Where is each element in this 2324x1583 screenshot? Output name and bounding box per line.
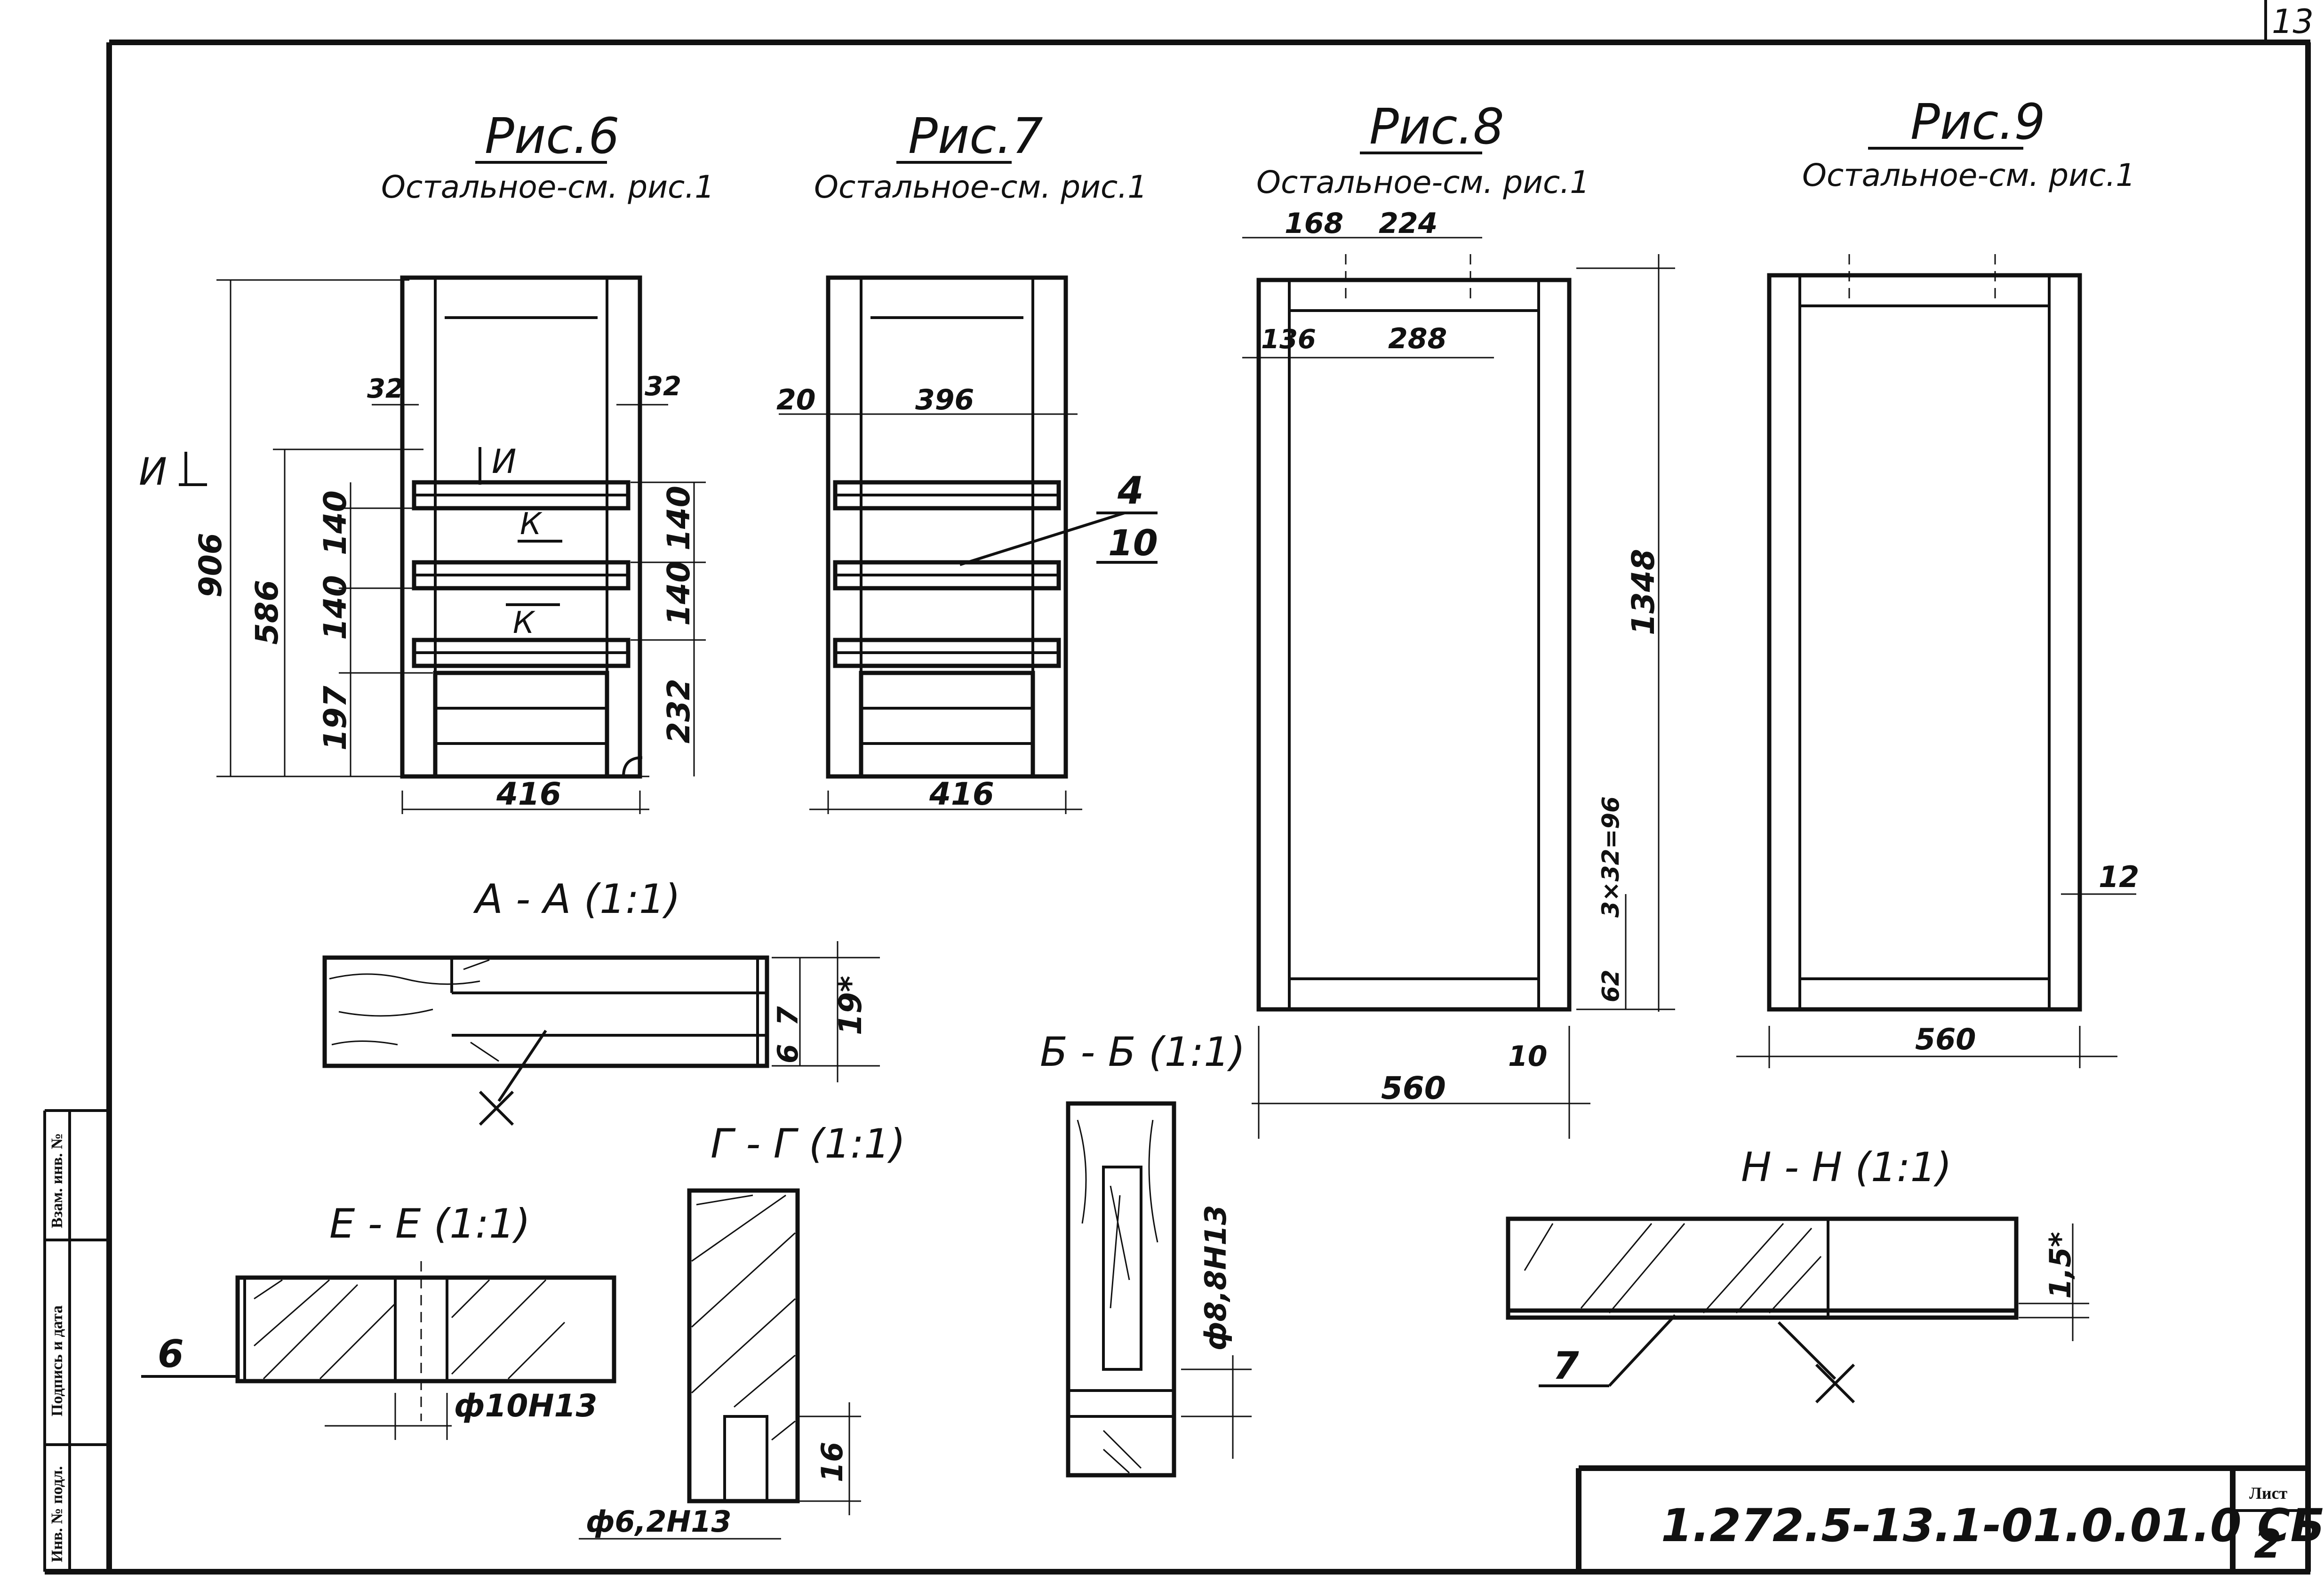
section-nn: Н - Н (1:1) 7 1,5* (1506, 1144, 2089, 1404)
fig7-dim-20: 20 (776, 384, 816, 416)
section-bb-title: Б - Б (1:1) (1040, 1029, 1246, 1076)
section-bb: Б - Б (1:1) ф8,8Н13 (1040, 1029, 1252, 1478)
sheet-number: 2 (2254, 1521, 2281, 1567)
fig6-dim-r140b: 140 (661, 561, 697, 626)
fig9-dim-560: 560 (1915, 1022, 1976, 1056)
fig7-callout-den: 10 (1108, 522, 1158, 564)
fig9-drawing: 12 560 (1736, 254, 2139, 1068)
section-nn-dim-15: 1,5* (2043, 1232, 2077, 1299)
sheet-label: Лист (2249, 1484, 2288, 1503)
fig7-drawing: 20 396 416 4 10 (776, 275, 1158, 814)
fig8-dim-136: 136 (1261, 324, 1316, 355)
section-aa-dim-6: 6 (772, 1044, 805, 1063)
fig9-dim-12: 12 (2099, 860, 2139, 894)
fig6-dim-32-left: 32 (367, 374, 404, 404)
fig7-dim-416: 416 (929, 776, 994, 812)
fig8-subtitle: Остальное-см. рис.1 (1256, 164, 1589, 200)
fig6-dim-416: 416 (496, 776, 561, 812)
document-code: 1.272.5-13.1-01.0.01.0 СБ (1661, 1499, 2324, 1552)
fig6-dim-32-right: 32 (645, 371, 681, 402)
fig6-subtitle: Остальное-см. рис.1 (381, 169, 714, 205)
fig7-dim-396: 396 (915, 384, 974, 416)
fig6-drawing: 906 586 140 140 197 140 140 232 416 32 3… (139, 275, 706, 814)
fig6-dim-140b: 140 (317, 575, 353, 640)
fig7-subtitle: Остальное-см. рис.1 (814, 169, 1147, 205)
figure-titles: Рис.6 Остальное-см. рис.1 Рис.7 Остально… (381, 93, 2135, 205)
section-ee-dim-dia: ф10Н13 (454, 1388, 597, 1424)
fig6-title: Рис.6 (485, 107, 620, 165)
fig6-dim-197: 197 (317, 686, 353, 751)
stamp-inv-dup: Взам. инв. № (48, 1133, 66, 1228)
section-aa-dim-19: 19* (832, 976, 869, 1035)
fig6-cut-u-label: И (139, 450, 167, 494)
fig6-cut-u-top: И (492, 442, 516, 481)
section-nn-callout: 7 (1553, 1344, 1579, 1388)
fig8-dim-1348: 1348 (1625, 549, 1661, 635)
section-nn-title: Н - Н (1:1) (1741, 1144, 1952, 1191)
stamp-sign-date: Подпись и дата (48, 1305, 66, 1416)
sheet-frame: 13 (45, 0, 2314, 1575)
section-aa-title: А - А (1:1) (473, 876, 680, 923)
fig8-dim-10: 10 (1508, 1040, 1548, 1073)
fig8-dim-224: 224 (1379, 207, 1438, 240)
fig6-dim-r140a: 140 (661, 486, 697, 551)
fig6-cut-k-top: К (520, 507, 543, 542)
section-ee: Е - Е (1:1) 6 ф10Н13 (141, 1200, 616, 1440)
fig8-dim-168: 168 (1285, 207, 1343, 240)
fig8-dim-288: 288 (1388, 322, 1447, 355)
section-gg-dim-dia: ф6,2Н13 (586, 1504, 732, 1539)
fig6-cut-k-bottom: К (513, 606, 535, 640)
fig8-drawing: 168 224 136 288 1348 3×32=96 62 10 560 (1242, 207, 1675, 1139)
fig8-dim-62: 62 (1597, 969, 1624, 1002)
fig6-dim-906: 906 (192, 533, 229, 598)
section-gg-dim-16: 16 (815, 1442, 849, 1482)
section-ee-callout: 6 (158, 1332, 184, 1376)
fig8-title: Рис.8 (1369, 98, 1504, 155)
fig6-dim-232: 232 (661, 679, 697, 744)
fig8-dim-pitch: 3×32=96 (1597, 796, 1624, 918)
section-aa-dim-7: 7 (772, 1006, 805, 1026)
stamp-inv-orig: Инв. № подл. (48, 1466, 66, 1562)
fig6-dim-140a: 140 (317, 490, 353, 555)
fig6-dim-586: 586 (249, 580, 285, 645)
fig7-title: Рис.7 (908, 107, 1043, 165)
fig7-callout-num: 4 (1117, 469, 1144, 512)
top-page-number: 13 (2272, 2, 2314, 41)
section-gg: Г - Г (1:1) 16 ф6,2Н13 (579, 1120, 905, 1540)
section-aa: А - А (1:1) 7 6 19* (322, 876, 880, 1126)
fig9-subtitle: Остальное-см. рис.1 (1802, 157, 2135, 193)
title-block: 1.272.5-13.1-01.0.01.0 СБ Лист 2 (1576, 1465, 2324, 1572)
side-stamp: Инв. № подл. Подпись и дата Взам. инв. № (43, 1109, 109, 1572)
section-gg-title: Г - Г (1:1) (711, 1120, 905, 1167)
fig8-dim-560: 560 (1381, 1070, 1446, 1106)
section-ee-title: Е - Е (1:1) (329, 1200, 530, 1247)
fig9-title: Рис.9 (1910, 93, 2045, 151)
section-bb-dim-dia: ф8,8Н13 (1198, 1205, 1233, 1351)
